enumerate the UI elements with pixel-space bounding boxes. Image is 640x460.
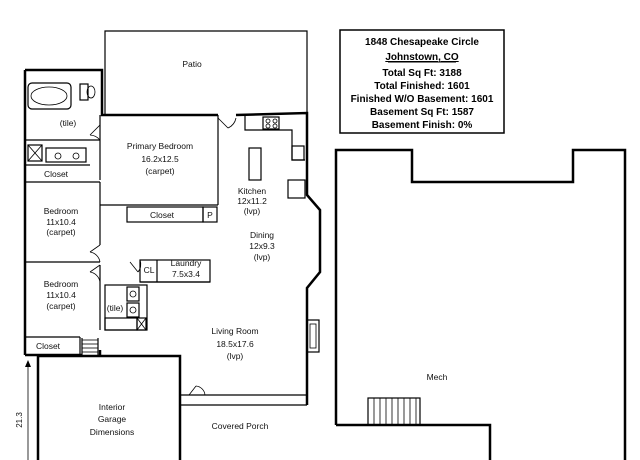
garage-line3: Dimensions bbox=[90, 427, 134, 437]
address-text: 1848 Chesapeake Circle bbox=[365, 37, 479, 48]
living-room-size: 18.5x17.6 bbox=[216, 339, 254, 349]
dining-name: Dining bbox=[250, 230, 274, 240]
primary-bedroom-size: 16.2x12.5 bbox=[141, 154, 179, 164]
tub2-icon bbox=[104, 317, 138, 331]
kitchen-size: 12x11.2 bbox=[237, 196, 267, 206]
interior-walls bbox=[25, 115, 307, 406]
fixtures bbox=[27, 82, 320, 356]
stairs bbox=[81, 338, 99, 356]
bedroom1-floor: (carpet) bbox=[46, 227, 75, 237]
sink-icon bbox=[291, 145, 305, 161]
main-floor-walls bbox=[23, 68, 322, 460]
dining-size: 12x9.3 bbox=[249, 241, 275, 251]
bedroom2-name: Bedroom bbox=[44, 279, 79, 289]
doors bbox=[89, 117, 237, 396]
vanity-icon bbox=[45, 147, 87, 163]
stove-icon bbox=[262, 116, 280, 130]
bathtub-icon bbox=[27, 82, 72, 110]
bedroom2-floor: (carpet) bbox=[46, 301, 75, 311]
tile-bath2-label: (tile) bbox=[107, 303, 124, 313]
garage-line2: Garage bbox=[98, 414, 127, 424]
living-room-floor: (lvp) bbox=[227, 351, 244, 361]
room-labels: (tile) Closet Primary Bedroom 16.2x12.5 … bbox=[15, 118, 275, 460]
bedroom2-size: 11x10.4 bbox=[46, 290, 76, 300]
total-sqft-text: Total Sq Ft: 3188 bbox=[382, 68, 462, 79]
closet-bottom-label: Closet bbox=[36, 341, 61, 351]
toilet-icon bbox=[79, 83, 89, 101]
basement-walls: Mech bbox=[334, 148, 627, 460]
closet-primary-label: Closet bbox=[150, 210, 175, 220]
shower-icon bbox=[27, 144, 43, 162]
basement-stairs bbox=[367, 397, 421, 426]
basement-sqft-text: Basement Sq Ft: 1587 bbox=[370, 107, 474, 118]
total-finished-text: Total Finished: 1601 bbox=[374, 81, 470, 92]
fireplace-icon bbox=[306, 319, 320, 353]
bedroom1-name: Bedroom bbox=[44, 206, 79, 216]
closet-laundry-label: CL bbox=[144, 265, 155, 275]
primary-bedroom-name: Primary Bedroom bbox=[127, 141, 193, 151]
finished-wo-basement-text: Finished W/O Basement: 1601 bbox=[351, 94, 494, 105]
covered-porch-label: Covered Porch bbox=[212, 421, 269, 431]
info-box: 1848 Chesapeake Circle Johnstown, CO Tot… bbox=[339, 29, 505, 134]
tile-bath-label: (tile) bbox=[60, 118, 77, 128]
living-room-name: Living Room bbox=[211, 326, 258, 336]
kitchen-counter bbox=[244, 115, 305, 161]
basement-finish-text: Basement Finish: 0% bbox=[372, 120, 473, 131]
kitchen-name: Kitchen bbox=[238, 186, 267, 196]
mech-label: Mech bbox=[427, 372, 448, 382]
refrigerator-icon bbox=[287, 179, 306, 199]
closet-top-label: Closet bbox=[44, 169, 69, 179]
dining-floor: (lvp) bbox=[254, 252, 271, 262]
kitchen-floor: (lvp) bbox=[244, 206, 261, 216]
patio-label: Patio bbox=[182, 59, 202, 69]
city-text: Johnstown, CO bbox=[385, 52, 459, 63]
garage-line1: Interior bbox=[99, 402, 126, 412]
toilet2-icon bbox=[126, 286, 140, 302]
primary-bedroom-floor: (carpet) bbox=[145, 166, 174, 176]
kitchen-island bbox=[248, 147, 262, 181]
pantry-label: P bbox=[207, 210, 213, 220]
bedroom1-size: 11x10.4 bbox=[46, 217, 76, 227]
garage-dimension: 21.3 bbox=[15, 412, 24, 428]
laundry-name: Laundry bbox=[171, 258, 202, 268]
patio: Patio bbox=[104, 30, 308, 115]
laundry-size: 7.5x3.4 bbox=[172, 269, 200, 279]
